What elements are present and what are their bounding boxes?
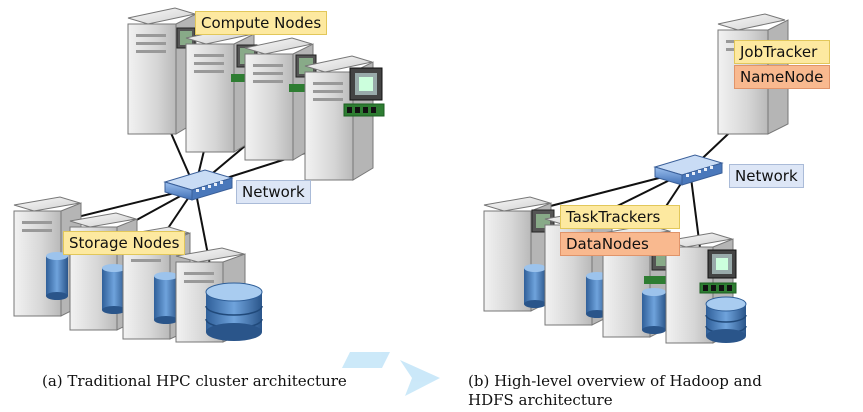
disk-stack-icon xyxy=(154,272,178,324)
network-switch-left xyxy=(163,169,234,201)
watermark-icon xyxy=(342,352,440,396)
compute-nodes-label: Compute Nodes xyxy=(195,11,328,35)
datanodes-label: DataNodes xyxy=(560,232,680,256)
storage-server-4 xyxy=(175,247,263,343)
database-icon xyxy=(705,296,747,343)
network-label-right: Network xyxy=(729,164,804,188)
worker-server-4 xyxy=(665,232,747,344)
jobtracker-label: JobTracker xyxy=(734,40,830,64)
disk-stack-icon xyxy=(46,252,68,300)
network-switch-right xyxy=(653,154,724,186)
ram-module-icon xyxy=(343,103,385,117)
worker-server-1 xyxy=(483,196,555,312)
caption-a: (a) Traditional HPC cluster architecture xyxy=(42,372,347,390)
cpu-chip-icon xyxy=(707,249,737,279)
network-label-left: Network xyxy=(236,180,311,204)
ram-module-icon xyxy=(699,282,737,294)
compute-server-1 xyxy=(127,7,197,135)
disk-stack-icon xyxy=(524,264,546,308)
namenode-label: NameNode xyxy=(734,65,830,89)
caption-b-line2: HDFS architecture xyxy=(468,391,613,409)
caption-b-line1: (b) High-level overview of Hadoop and xyxy=(468,372,762,390)
storage-nodes-label: Storage Nodes xyxy=(63,231,186,255)
database-icon xyxy=(205,282,263,341)
compute-server-4 xyxy=(304,55,385,181)
disk-stack-icon xyxy=(102,264,126,314)
disk-stack-icon xyxy=(642,288,666,334)
cpu-chip-icon xyxy=(349,67,383,101)
tasktrackers-label: TaskTrackers xyxy=(560,205,680,229)
